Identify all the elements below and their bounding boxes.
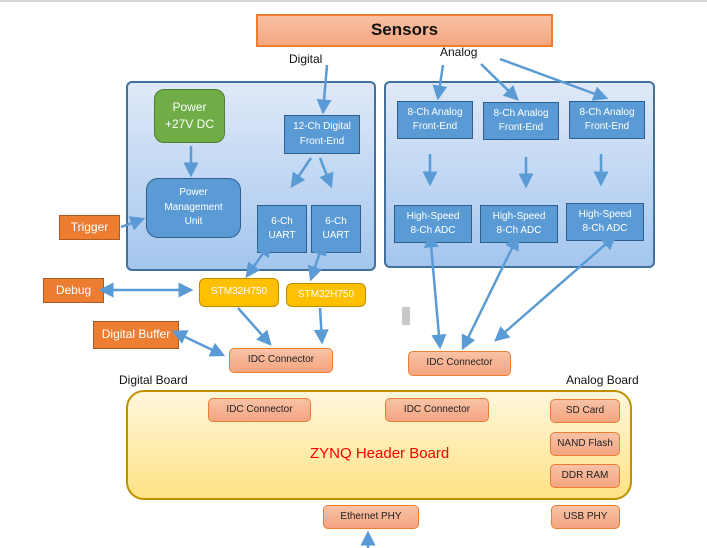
arrow-mcu2-idc bbox=[313, 307, 329, 345]
uart-block-1[interactable]: 6-Ch UART bbox=[257, 205, 307, 253]
digital-idc-connector[interactable]: IDC Connector bbox=[229, 348, 333, 373]
ethernet-phy-block[interactable]: Ethernet PHY bbox=[323, 505, 419, 529]
power-supply-block[interactable]: Power +27V DC bbox=[154, 89, 225, 143]
sd-card-block[interactable]: SD Card bbox=[550, 399, 620, 423]
trigger-block[interactable]: Trigger bbox=[59, 215, 120, 240]
analog-front-end-block-2[interactable]: 8-Ch Analog Front-End bbox=[483, 102, 559, 140]
zynq-idc-connector-left[interactable]: IDC Connector bbox=[208, 398, 311, 422]
adc-block-2[interactable]: High-Speed 8-Ch ADC bbox=[480, 205, 558, 243]
nand-flash-block[interactable]: NAND Flash bbox=[550, 432, 620, 456]
digital-signal-label: Digital bbox=[289, 52, 323, 66]
usb-phy-block[interactable]: USB PHY bbox=[551, 505, 620, 529]
digital-board-label: Digital Board bbox=[119, 373, 188, 387]
zynq-idc-connector-right[interactable]: IDC Connector bbox=[385, 398, 489, 422]
analog-board-label: Analog Board bbox=[566, 373, 639, 387]
power-management-unit-block[interactable]: Power Management Unit bbox=[146, 178, 241, 238]
adc-block-1[interactable]: High-Speed 8-Ch ADC bbox=[394, 205, 472, 243]
ddr-ram-block[interactable]: DDR RAM bbox=[550, 464, 620, 488]
analog-front-end-block-1[interactable]: 8-Ch Analog Front-End bbox=[397, 101, 473, 139]
arrow-mcu1-idc bbox=[237, 307, 272, 346]
analog-idc-connector[interactable]: IDC Connector bbox=[408, 351, 511, 376]
uart-block-2[interactable]: 6-Ch UART bbox=[311, 205, 361, 253]
digital-buffer-block[interactable]: Digital Buffer bbox=[93, 321, 179, 349]
analog-front-end-block-3[interactable]: 8-Ch Analog Front-End bbox=[569, 101, 645, 139]
zynq-board-title: ZYNQ Header Board bbox=[310, 445, 450, 462]
debug-block[interactable]: Debug bbox=[43, 278, 104, 303]
window-top-border bbox=[0, 0, 707, 2]
arrow-buffer-idc bbox=[171, 330, 226, 357]
analog-signal-label: Analog bbox=[440, 45, 478, 59]
sensors-block[interactable]: Sensors bbox=[256, 14, 553, 47]
scroll-marker bbox=[402, 307, 410, 325]
digital-front-end-block[interactable]: 12-Ch Digital Front-End bbox=[284, 115, 360, 154]
mcu-block-2[interactable]: STM32H750 bbox=[286, 283, 366, 307]
adc-block-3[interactable]: High-Speed 8-Ch ADC bbox=[566, 203, 644, 241]
mcu-block-1[interactable]: STM32H750 bbox=[199, 278, 279, 307]
